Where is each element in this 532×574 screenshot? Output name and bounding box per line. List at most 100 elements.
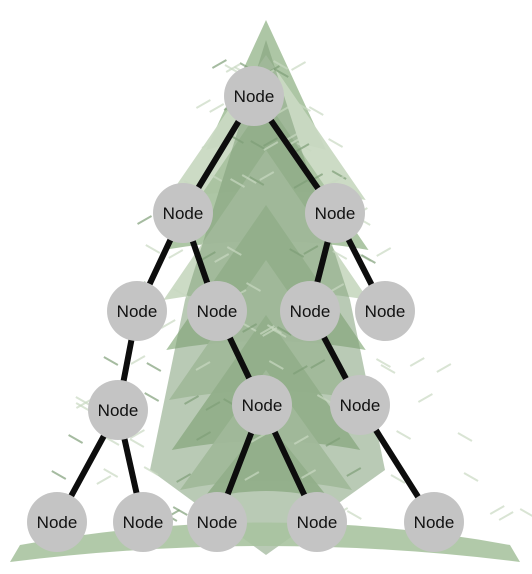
tree-needle — [293, 179, 309, 189]
tree-needle — [103, 356, 119, 366]
tree-node: Node — [187, 492, 247, 552]
tree-needle — [241, 322, 257, 332]
node-circle — [280, 281, 340, 341]
tree-needle — [457, 432, 473, 442]
tree-needle — [289, 248, 305, 258]
tree-needle — [498, 511, 514, 521]
tree-needle — [295, 102, 311, 112]
tree-needle — [294, 143, 310, 153]
tree-needle — [331, 170, 347, 180]
tree-needle — [346, 467, 362, 477]
tree-needle — [271, 328, 287, 338]
node-circle — [224, 66, 284, 126]
tree-needle — [201, 139, 217, 149]
tree-needle — [273, 60, 289, 70]
node-circle — [232, 375, 292, 435]
tree-node: Node — [153, 183, 213, 243]
tree-needle — [168, 249, 184, 259]
tree-needle — [519, 508, 532, 517]
node-circle — [287, 492, 347, 552]
tree-needle — [103, 468, 119, 478]
node-circle — [404, 492, 464, 552]
tree-needle — [68, 434, 84, 444]
node-label: Node — [117, 302, 158, 321]
tree-needle — [268, 360, 284, 370]
tree-needle — [263, 141, 279, 151]
tree-needle — [226, 246, 242, 256]
node-circle — [187, 281, 247, 341]
tree-needle — [380, 364, 396, 374]
tree-node: Node — [27, 492, 87, 552]
tree-needle — [332, 250, 348, 260]
tree-needle — [250, 140, 266, 150]
tree-node: Node — [232, 375, 292, 435]
node-circle — [27, 492, 87, 552]
tree-needle — [184, 395, 200, 405]
node-circle — [113, 492, 173, 552]
tree-needle — [207, 172, 223, 182]
tree-needle — [289, 135, 305, 145]
tree-needle — [195, 361, 211, 371]
node-label: Node — [340, 396, 381, 415]
tree-needle — [250, 433, 266, 443]
tree-needle — [376, 247, 392, 257]
tree-needle — [303, 245, 319, 255]
tree-needle — [276, 326, 292, 336]
node-circle — [107, 281, 167, 341]
tree-needle — [308, 106, 324, 116]
tree-needle — [195, 99, 211, 109]
tree-needle — [436, 363, 452, 373]
tree-node: Node — [404, 492, 464, 552]
tree-node: Node — [305, 183, 365, 243]
tree-needle — [263, 137, 279, 147]
tree-needle — [230, 178, 246, 188]
tree-needle — [293, 435, 309, 445]
node-label: Node — [98, 401, 139, 420]
node-label: Node — [234, 87, 275, 106]
node-label: Node — [197, 513, 238, 532]
tree-needle — [176, 473, 192, 483]
tree-needle — [291, 61, 307, 71]
tree-needle — [325, 437, 341, 447]
tree-needle — [211, 59, 227, 69]
tree-node: Node — [107, 281, 167, 341]
tree-needle — [172, 506, 188, 516]
tree-needle — [196, 431, 212, 441]
tree-needle — [205, 401, 221, 411]
tree-needle — [144, 392, 160, 402]
tree-needle — [51, 470, 67, 480]
tree-needle — [301, 469, 317, 479]
node-label: Node — [197, 302, 238, 321]
tree-node: Node — [113, 492, 173, 552]
tree-needle — [130, 355, 146, 365]
tree-node: Node — [330, 375, 390, 435]
tree-needle — [346, 510, 362, 520]
tree-needle — [375, 358, 391, 368]
tree-needle — [489, 505, 505, 515]
node-label: Node — [414, 513, 455, 532]
tree-needle — [104, 436, 120, 446]
node-circle — [355, 281, 415, 341]
node-circle — [88, 380, 148, 440]
node-label: Node — [315, 204, 356, 223]
tree-needle — [75, 402, 91, 412]
tree-needle — [146, 362, 162, 372]
tree-needle — [259, 171, 275, 181]
tree-needle — [214, 253, 230, 263]
tree-node: Node — [287, 492, 347, 552]
node-label: Node — [163, 204, 204, 223]
tree-needle — [129, 438, 145, 448]
tree-node: Node — [88, 380, 148, 440]
tree-core — [150, 40, 385, 555]
tree-needle — [390, 474, 406, 484]
node-label: Node — [290, 302, 331, 321]
tree-needle — [225, 63, 241, 73]
tree-needle — [417, 393, 433, 403]
tree-needle — [200, 251, 216, 261]
tree-needle — [360, 254, 376, 264]
tree-needle — [96, 475, 112, 485]
tree-needle — [145, 244, 161, 254]
tree-needle — [209, 103, 225, 113]
